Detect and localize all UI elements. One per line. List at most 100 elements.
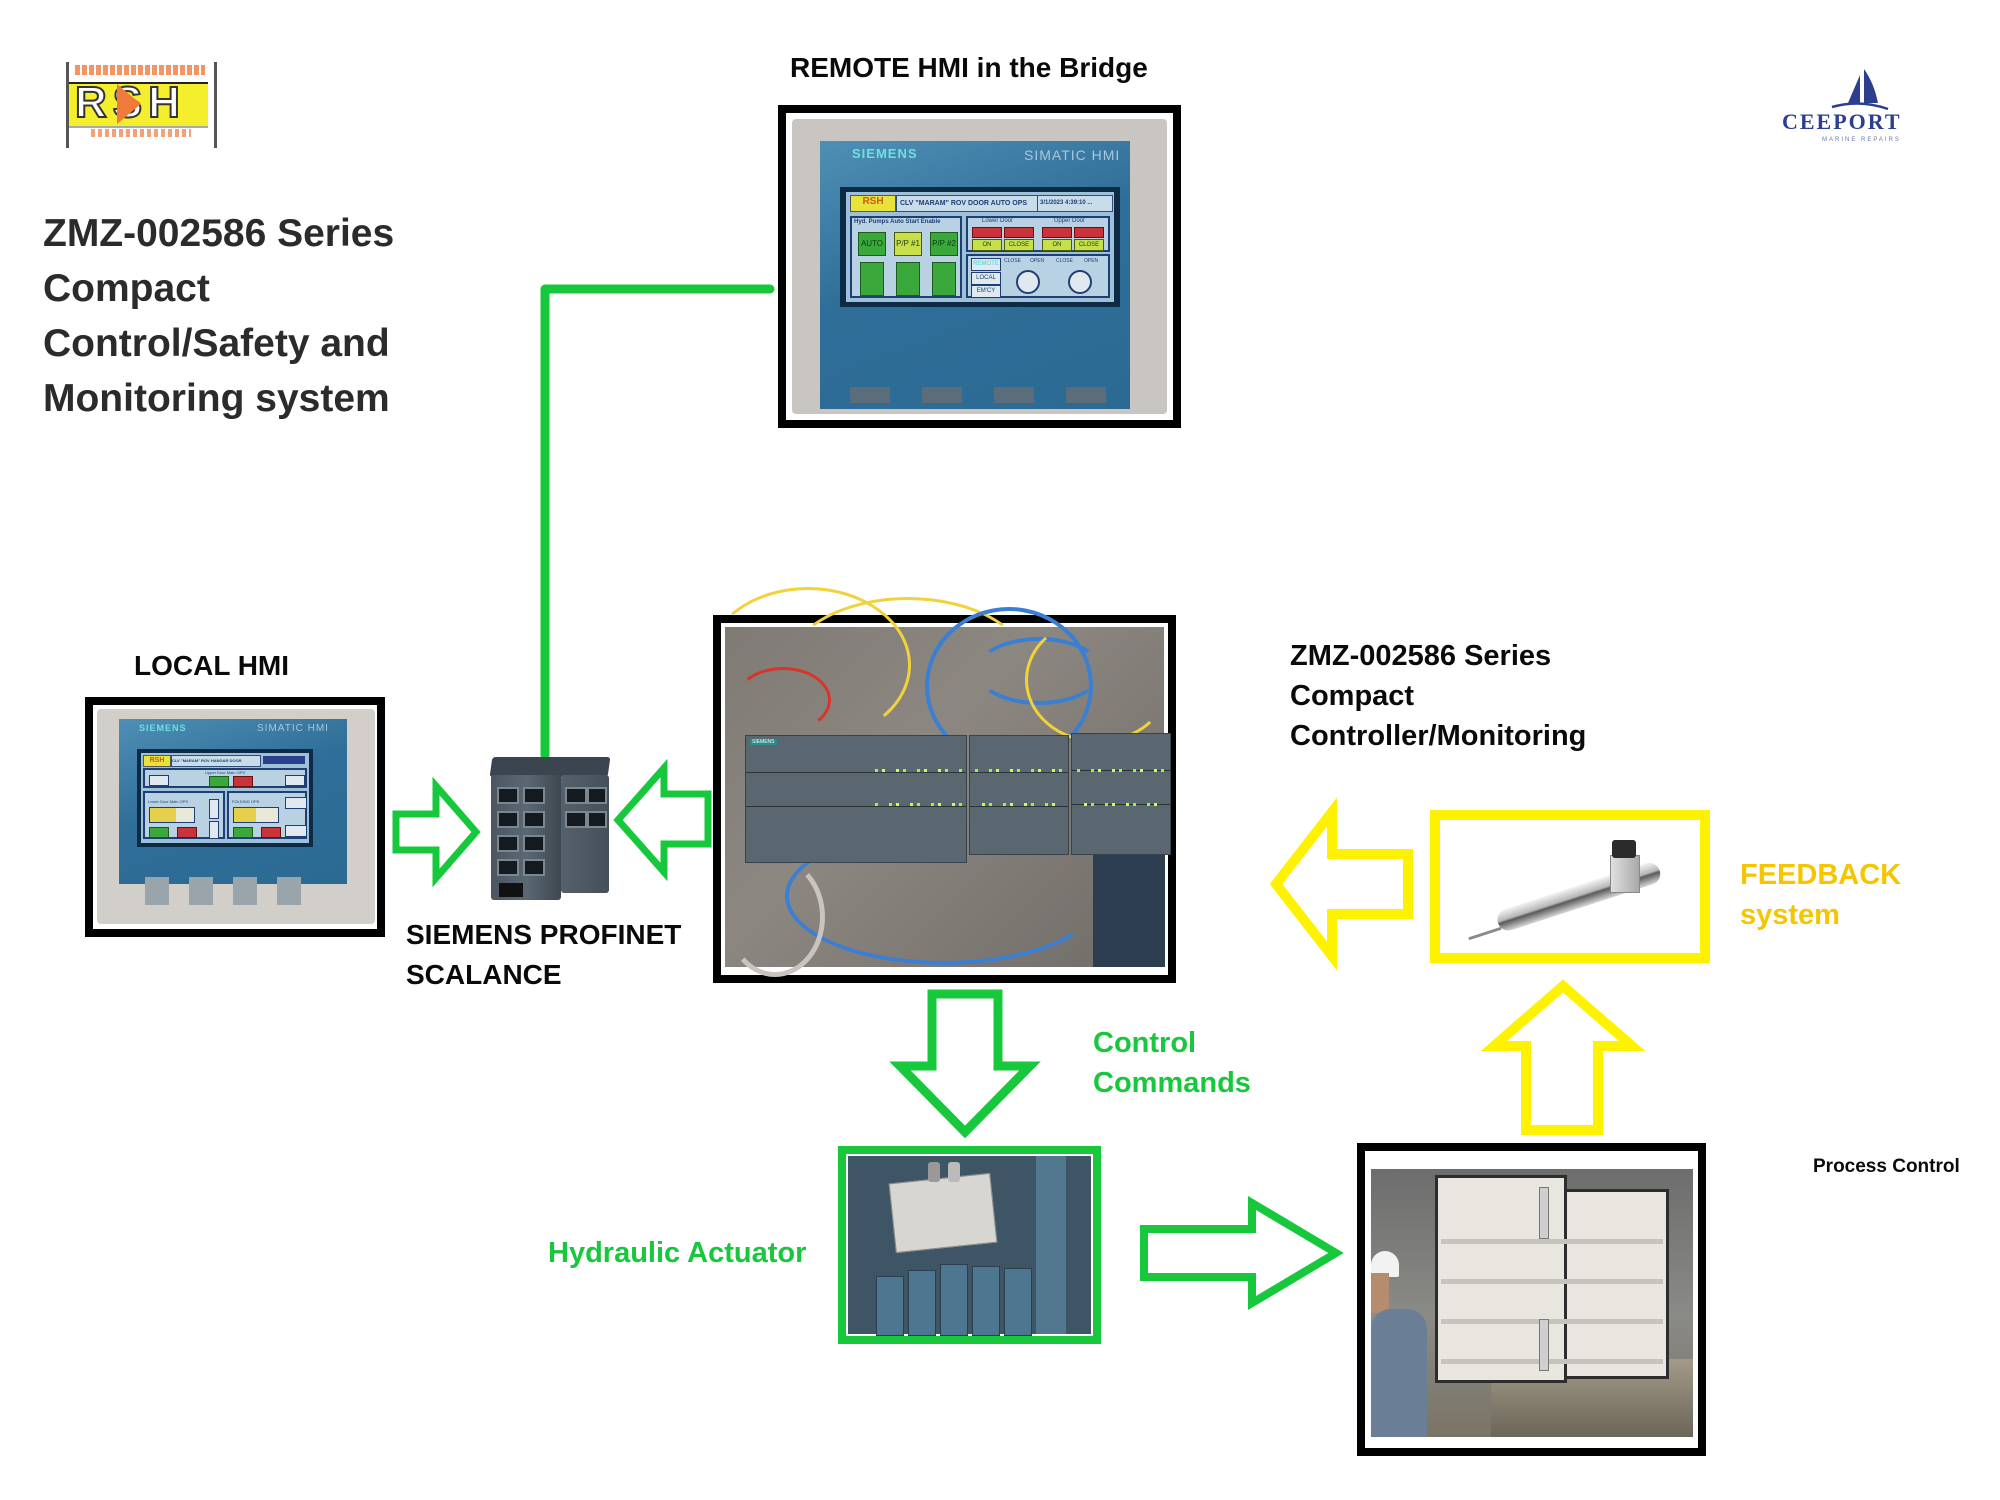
upper-door-open-button[interactable] (233, 776, 253, 787)
status-led (1091, 803, 1094, 806)
cleat-5-button[interactable] (209, 821, 219, 839)
remote-hmi-screen: RSH CLV "MARAM" ROV DOOR AUTO OPS 3/1/20… (840, 187, 1120, 307)
control-commands-line: Control (1093, 1027, 1197, 1059)
io-module-1 (969, 735, 1069, 855)
pump-2-button[interactable]: P/P #2 (930, 232, 958, 256)
grey-wire (725, 857, 825, 977)
lower-door-selector-knob[interactable] (1016, 270, 1040, 294)
emergency-mode-button[interactable]: EM'CY (971, 285, 1001, 298)
sailboat-icon (1831, 69, 1889, 111)
status-led (1038, 769, 1041, 772)
status-led (982, 803, 985, 806)
cleat-2-button[interactable] (285, 775, 305, 786)
upper-open-label: OPEN (1084, 258, 1099, 264)
folding-close-button[interactable] (233, 827, 253, 838)
rsh-logo-arrow (117, 84, 141, 124)
status-led (989, 803, 992, 806)
lower-door-on-button[interactable]: ON (972, 239, 1002, 251)
status-led (1084, 803, 1087, 806)
local-f3-key[interactable] (233, 877, 257, 905)
position-sensor-head (1610, 855, 1640, 893)
cleat-1-button[interactable] (149, 775, 169, 786)
control-valve (876, 1276, 904, 1336)
arrow-left-icon (613, 758, 712, 882)
pump-2-toggle[interactable] (932, 262, 956, 296)
door-status-panel: Lower Door Upper Door ON CLOSE ON CLOSE (966, 216, 1110, 252)
worker-face (1371, 1273, 1389, 1313)
remote-mode-button[interactable]: REMOTE (971, 258, 1001, 271)
controller-photo: SIEMENS (705, 587, 1171, 977)
status-led (875, 803, 878, 806)
controller-frame: SIEMENS (705, 587, 1176, 983)
status-led (975, 769, 978, 772)
upper-close-label: CLOSE (1056, 258, 1073, 264)
feedback-frame (1430, 810, 1710, 963)
arrow-right-icon (392, 776, 481, 888)
upper-door-close-button[interactable] (209, 776, 229, 787)
remote-hmi-mini-logo: RSH (850, 195, 896, 212)
status-led (1010, 803, 1013, 806)
solenoid-junction-box (888, 1172, 998, 1254)
lower-door-title: Lower Door (982, 218, 1014, 224)
yellow-wire (785, 597, 1031, 743)
ethernet-port (565, 787, 587, 804)
upper-door-on-button[interactable]: ON (1042, 239, 1072, 251)
f2-key[interactable] (922, 387, 962, 403)
lower-door-close-button[interactable] (149, 827, 169, 838)
pump-auto-toggle[interactable] (860, 262, 884, 296)
hydraulic-column (1036, 1156, 1066, 1334)
title-line: Compact (43, 267, 210, 310)
ceeport-wordmark: CEEPORT (1782, 109, 1902, 134)
folding-open-button[interactable] (261, 827, 281, 838)
lower-door-open-button[interactable] (177, 827, 197, 838)
local-f4-key[interactable] (277, 877, 301, 905)
controller-label-line: ZMZ-002586 Series (1290, 640, 1552, 672)
status-led (1133, 803, 1136, 806)
lower-door-close-button[interactable]: CLOSE (1004, 239, 1034, 251)
feedback-label: FEEDBACK system (1740, 855, 1901, 935)
status-led (1045, 803, 1048, 806)
status-led (1105, 803, 1108, 806)
cleat-4-button[interactable] (285, 797, 307, 809)
arrow-controller-to-switch (613, 758, 712, 882)
f4-key[interactable] (1066, 387, 1106, 403)
upper-door-selector-knob[interactable] (1068, 270, 1092, 294)
local-mode-button[interactable]: LOCAL (971, 272, 1001, 285)
status-led (917, 803, 920, 806)
cpu-divider (746, 772, 966, 773)
cleat-3-button[interactable] (209, 799, 219, 819)
control-valve (972, 1266, 1000, 1336)
f3-key[interactable] (994, 387, 1034, 403)
arrow-feedback-to-controller (1269, 797, 1413, 971)
pump-auto-button[interactable]: AUTO (858, 232, 886, 256)
status-led (1091, 769, 1094, 772)
upper-door-main-ops-title: Upper Door Main OPS (205, 770, 246, 775)
local-hmi-brand: SIEMENS (139, 723, 187, 733)
lower-door-off-indicator (972, 227, 1002, 238)
controller-label-line: Controller/Monitoring (1290, 720, 1587, 752)
local-f1-key[interactable] (145, 877, 169, 905)
cleat-6-button[interactable] (285, 825, 307, 837)
lower-door-main-ops-panel: Lower Door Main OPS (143, 791, 225, 839)
hydraulic-actuator-photo (848, 1156, 1091, 1336)
lower-door-gauge-fill (150, 808, 177, 822)
remote-hmi-screen-area: RSH CLV "MARAM" ROV DOOR AUTO OPS 3/1/20… (846, 192, 1114, 302)
status-led (1024, 803, 1027, 806)
local-f2-key[interactable] (189, 877, 213, 905)
controller-brand: SIEMENS (750, 739, 777, 745)
f1-key[interactable] (850, 387, 890, 403)
local-hmi-time-field (263, 756, 305, 764)
folding-ops-panel: FOLDING OPS (227, 791, 307, 839)
pumps-panel: Hyd. Pumps Auto Start Enable AUTO P/P #1… (850, 216, 962, 298)
monitor-corner (1093, 837, 1165, 967)
ethernet-port (497, 835, 519, 852)
process-control-label: Process Control (1813, 1156, 1960, 1177)
status-led (896, 803, 899, 806)
diagram-title: ZMZ-002586 Series Compact Control/Safety… (43, 206, 394, 426)
hydraulic-actuator-label: Hydraulic Actuator (548, 1237, 807, 1269)
pump-1-toggle[interactable] (896, 262, 920, 296)
upper-door-close-button[interactable]: CLOSE (1074, 239, 1104, 251)
door-rib (1441, 1239, 1663, 1244)
pump-1-button[interactable]: P/P #1 (894, 232, 922, 256)
worker-hardhat (1371, 1251, 1399, 1277)
